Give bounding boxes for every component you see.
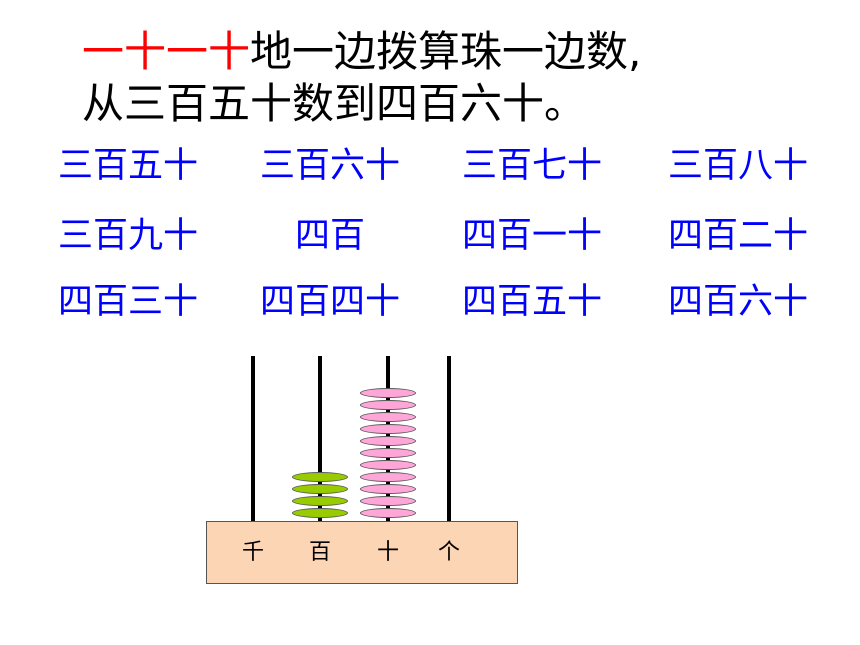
number-word: 四百三十	[57, 282, 198, 322]
place-value-label: 个	[437, 540, 460, 565]
abacus-bead	[360, 484, 416, 494]
instruction-text: 地一边拨算珠一边数,	[250, 27, 642, 76]
abacus-bead	[360, 460, 416, 470]
place-value-label: 千	[241, 540, 264, 565]
abacus-bead	[360, 508, 416, 518]
number-word: 三百七十	[461, 146, 602, 186]
number-word: 三百六十	[259, 146, 400, 186]
abacus-bead	[360, 496, 416, 506]
place-value-label: 十	[376, 540, 399, 565]
abacus-bead	[292, 472, 348, 482]
abacus-bead	[360, 412, 416, 422]
abacus-base	[206, 521, 518, 584]
number-word: 四百六十	[667, 282, 808, 322]
number-word: 四百二十	[667, 216, 808, 256]
abacus-bead	[360, 400, 416, 410]
abacus-rod	[251, 356, 255, 525]
instruction-line-2: 从三百五十数到四百六十。	[82, 79, 587, 128]
abacus-bead	[360, 436, 416, 446]
abacus-rod	[447, 356, 451, 525]
number-word: 三百八十	[667, 146, 808, 186]
abacus-bead	[360, 388, 416, 398]
number-word: 三百九十	[57, 216, 198, 256]
number-word: 四百	[294, 216, 365, 256]
number-word: 四百五十	[461, 282, 602, 322]
number-word: 三百五十	[57, 146, 198, 186]
abacus-bead	[360, 424, 416, 434]
number-word: 四百四十	[259, 282, 400, 322]
abacus-bead	[292, 508, 348, 518]
abacus-bead	[292, 496, 348, 506]
abacus-bead	[360, 448, 416, 458]
abacus-rod	[318, 356, 322, 525]
abacus-bead	[360, 472, 416, 482]
instruction-line-1: 一十一十地一边拨算珠一边数,	[82, 26, 641, 78]
highlighted-count-phrase: 一十一十	[82, 27, 251, 76]
abacus-bead	[292, 484, 348, 494]
place-value-label: 百	[308, 540, 331, 565]
number-word: 四百一十	[461, 216, 602, 256]
